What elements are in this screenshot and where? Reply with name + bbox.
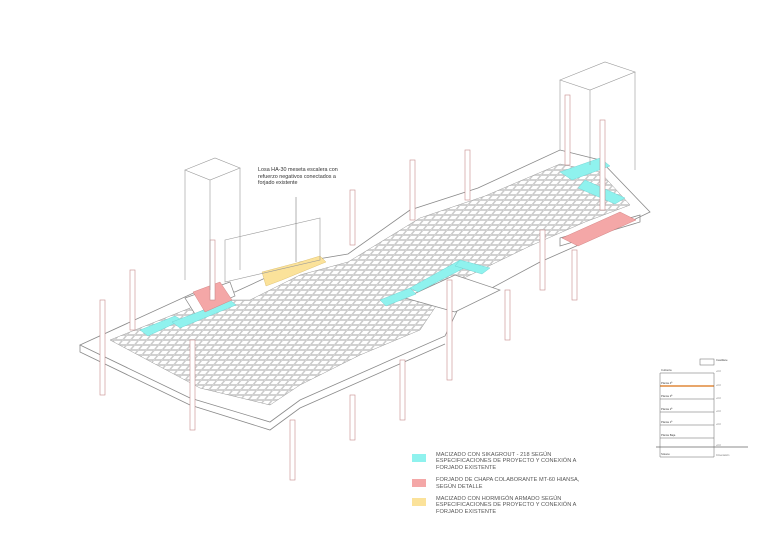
floor-level-planta-3: +0.0: [716, 397, 721, 400]
legend-swatch-cyan: [412, 454, 426, 462]
columns: [99, 94, 606, 481]
stair-slab-annotation: Losa HA-30 meseta escalera con refuerzo …: [258, 167, 338, 187]
stair-tower-left: [184, 157, 321, 290]
legend-swatch-pink: [412, 479, 426, 488]
floor-level-cubierta: +0.0: [716, 370, 721, 373]
reinforced-concrete-infill-area: [261, 255, 327, 287]
legend-item-sikagrout: MACIZADO CON SIKAGROUT - 218 SEGÚN ESPEC…: [412, 452, 592, 471]
legend-label: FORJADO DE CHAPA COLABORANTE MT-60 HIANS…: [436, 477, 580, 490]
floor-level-planta-4: +0.0: [716, 384, 721, 387]
floor-key-lines: [656, 358, 748, 458]
legend: MACIZADO CON SIKAGROUT - 218 SEGÚN ESPEC…: [412, 452, 592, 521]
floor-label-planta-2: Planta 2ª: [661, 407, 673, 411]
floor-label-castillete: Castillete: [716, 358, 728, 362]
sikagrout-infill-areas: [139, 157, 626, 337]
floor-label-planta-1: Planta 1ª: [661, 420, 673, 424]
legend-swatch-yellow: [412, 498, 426, 507]
legend-label: MACIZADO CON HORMIGÓN ARMADO SEGÚN ESPEC…: [436, 496, 577, 515]
floor-label-planta-4: Planta 4ª: [661, 381, 673, 385]
slab-grid-area: [109, 163, 631, 406]
floor-label-planta-3: Planta 3ª: [661, 394, 673, 398]
floor-level-planta-baja: +0.0: [716, 444, 721, 447]
floor-label-cubierta: Cubierta: [661, 368, 672, 372]
floor-label-sotano: Sótano: [661, 452, 670, 456]
legend-item-concrete: MACIZADO CON HORMIGÓN ARMADO SEGÚN ESPEC…: [412, 496, 592, 515]
floor-key: Castillete Cubierta +0.0 Planta 4ª +0.0 …: [652, 357, 752, 467]
legend-item-sheet-slab: FORJADO DE CHAPA COLABORANTE MT-60 HIANS…: [412, 477, 592, 490]
floor-level-planta-1: +0.0: [716, 423, 721, 426]
floor-level-cimentacion: Cimentación: [716, 454, 730, 457]
floor-level-planta-2: +0.0: [716, 410, 721, 413]
floor-label-planta-baja: Planta Baja: [661, 433, 676, 437]
stair-tower-right: [559, 61, 636, 170]
legend-label: MACIZADO CON SIKAGROUT - 218 SEGÚN ESPEC…: [436, 452, 577, 471]
